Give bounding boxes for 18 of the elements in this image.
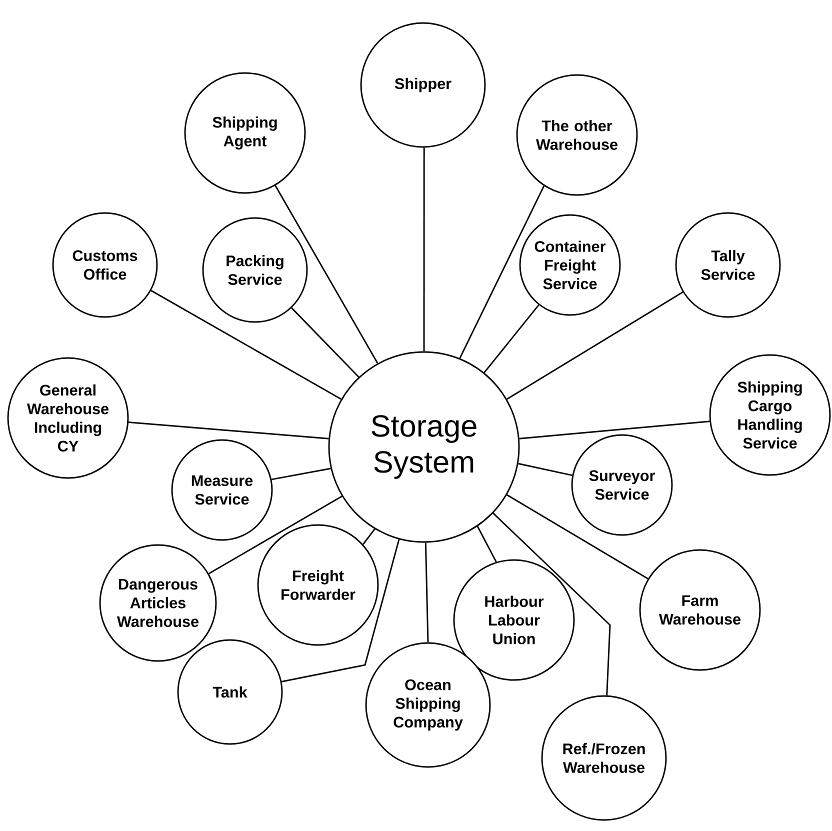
connector-line	[484, 304, 540, 374]
connector-line	[506, 494, 648, 580]
connector-line	[291, 307, 360, 378]
connector-line	[274, 185, 378, 364]
connector-line	[362, 528, 376, 545]
connector-line	[128, 422, 329, 440]
connector-line	[423, 148, 425, 352]
connector-line	[476, 526, 497, 562]
connector-line	[506, 292, 684, 400]
connector-line	[208, 496, 342, 574]
connector-line	[492, 512, 611, 696]
connector-line	[459, 186, 545, 359]
connector-line	[519, 420, 710, 440]
connector-line	[272, 468, 331, 480]
connector-line	[518, 462, 572, 476]
connector-line	[282, 539, 400, 682]
connector-line	[424, 542, 429, 642]
connector-line	[150, 290, 342, 400]
